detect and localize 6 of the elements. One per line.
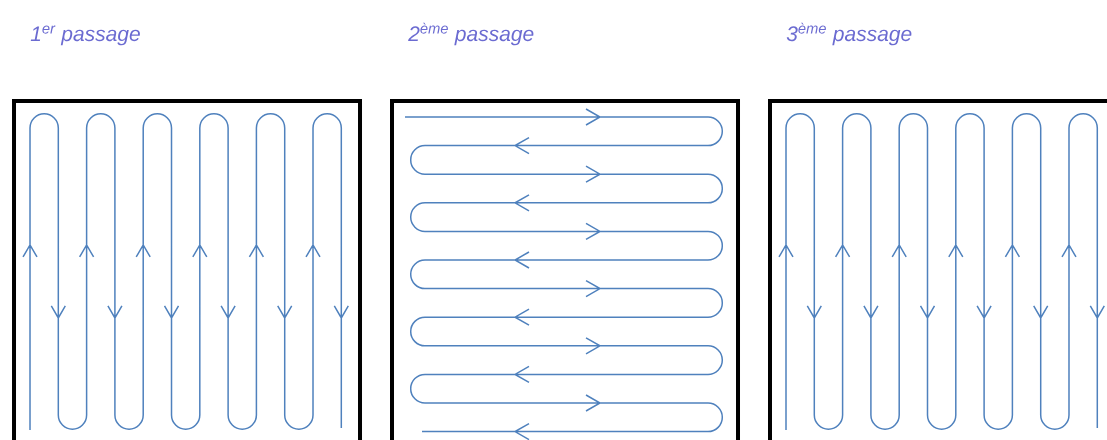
heading: 1$^{er}$ passage [30, 25, 140, 46]
heading: 3$^{ème}$ passage [786, 22, 912, 46]
heading: 2$^{ème}$ passage [408, 22, 534, 46]
frame-box [12, 25, 362, 440]
frame-box [768, 22, 1107, 440]
frame-box [390, 22, 740, 440]
